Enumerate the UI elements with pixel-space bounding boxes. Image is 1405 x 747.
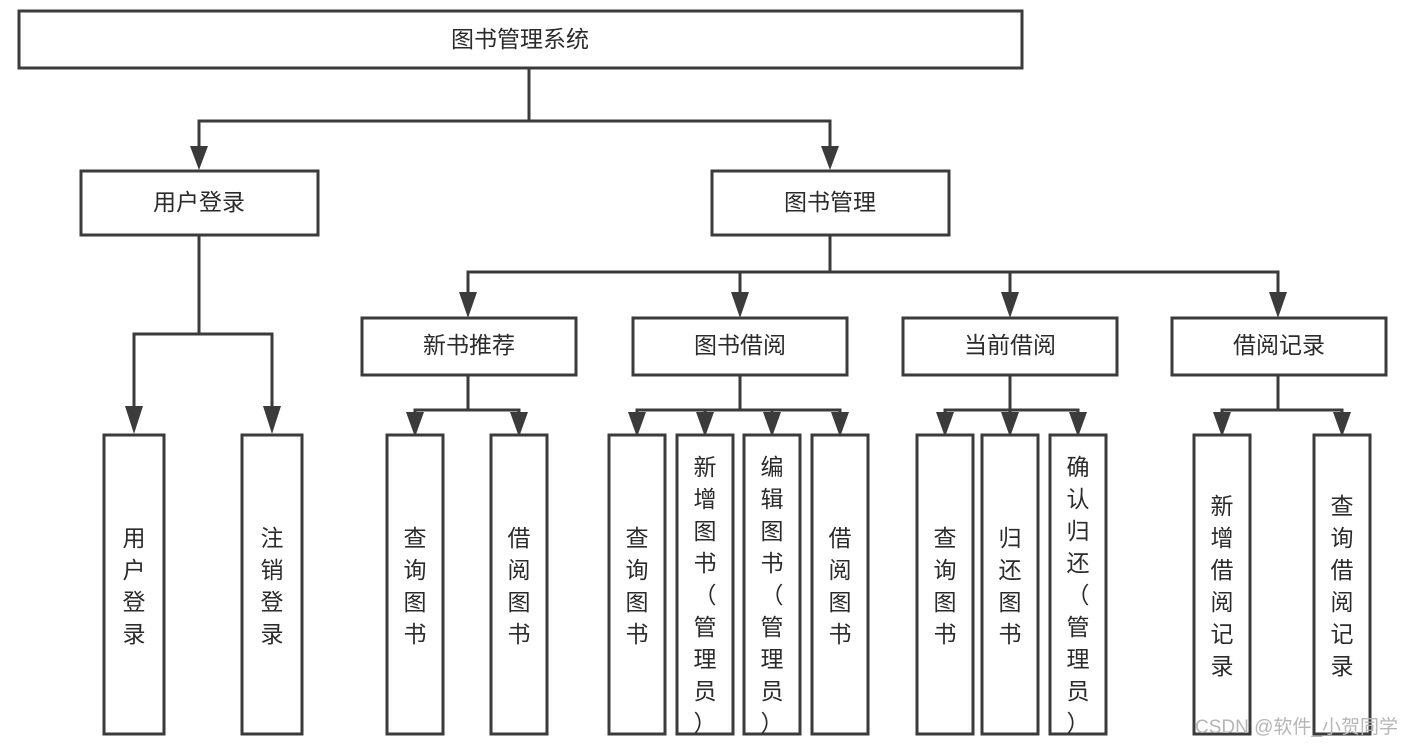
node-leaf-return-book-label: 归还图书: [999, 525, 1022, 647]
node-leaf-add-record[interactable]: 新增借阅记录: [1192, 433, 1252, 736]
node-root-box[interactable]: [17, 9, 1024, 70]
arrow-head-leaf-borrow-book-1: [510, 412, 528, 437]
node-leaf-confirm-return-box[interactable]: [1048, 433, 1108, 736]
arrow-head-leaf-query-record: [1333, 412, 1351, 437]
arrow-head-current-borrow: [1001, 292, 1019, 318]
node-leaf-borrow-book-1-label: 借阅图书: [508, 525, 531, 647]
node-current-borrow[interactable]: 当前借阅: [901, 316, 1119, 377]
node-book-borrow[interactable]: 图书借阅: [631, 316, 849, 377]
node-leaf-query-book-1-box[interactable]: [385, 433, 445, 736]
node-book-borrow-label: 图书借阅: [694, 332, 786, 358]
node-book-manage-box[interactable]: [710, 169, 951, 237]
node-leaf-confirm-return[interactable]: 确认归还（管理员）: [1048, 433, 1108, 736]
node-leaf-query-book-1-label: 查询图书: [404, 525, 427, 647]
node-leaf-edit-book[interactable]: 编辑图书（管理员）: [742, 433, 802, 736]
node-leaf-borrow-book-2-label: 借阅图书: [829, 525, 852, 647]
node-leaf-add-book-label: 新增图书（管理员）: [694, 454, 717, 736]
node-leaf-add-record-box[interactable]: [1192, 433, 1252, 736]
node-leaf-user-login[interactable]: 用户登录: [102, 433, 166, 736]
arrow-head-book-manage: [821, 146, 839, 170]
node-leaf-return-book[interactable]: 归还图书: [980, 433, 1040, 736]
node-leaf-query-record-box[interactable]: [1312, 433, 1372, 736]
node-root-label: 图书管理系统: [451, 26, 589, 52]
arrow-head-user-login: [190, 146, 208, 170]
arrow-head-leaf-return-book: [1001, 412, 1019, 437]
node-leaf-query-book-1[interactable]: 查询图书: [385, 433, 445, 736]
node-borrow-record-label: 借阅记录: [1233, 332, 1325, 358]
node-leaf-user-login-label: 用户登录: [123, 525, 146, 647]
node-leaf-add-record-label: 新增借阅记录: [1211, 493, 1234, 679]
arrow-head-leaf-logout: [263, 406, 281, 434]
node-user-login[interactable]: 用户登录: [79, 169, 320, 237]
node-leaf-borrow-book-2[interactable]: 借阅图书: [810, 433, 870, 736]
arrow-head-leaf-confirm-return: [1069, 412, 1087, 437]
node-leaf-borrow-book-2-box[interactable]: [810, 433, 870, 736]
node-leaf-logout-box[interactable]: [240, 433, 304, 736]
node-leaf-borrow-book-1-box[interactable]: [489, 433, 549, 736]
node-leaf-logout-label: 注销登录: [261, 525, 284, 647]
node-leaf-query-book-3-box[interactable]: [915, 433, 975, 736]
arrow-head-leaf-query-book-2: [628, 412, 646, 437]
node-user-login-label: 用户登录: [153, 189, 245, 215]
arrow-head-leaf-query-book-1: [406, 412, 424, 437]
node-leaf-edit-book-box[interactable]: [742, 433, 802, 736]
node-book-borrow-box[interactable]: [631, 316, 849, 377]
node-current-borrow-label: 当前借阅: [964, 332, 1056, 358]
node-leaf-query-book-3-label: 查询图书: [934, 525, 957, 647]
arrow-head-new-book-recommend: [459, 292, 477, 318]
arrow-head-leaf-query-book-3: [936, 412, 954, 437]
node-leaf-query-book-2-label: 查询图书: [626, 525, 649, 647]
node-borrow-record[interactable]: 借阅记录: [1170, 316, 1388, 377]
node-leaf-query-record-label: 查询借阅记录: [1331, 493, 1354, 679]
arrow-head-leaf-user-login: [125, 406, 143, 434]
arrow-head-leaf-edit-book: [763, 412, 781, 437]
node-book-manage[interactable]: 图书管理: [710, 169, 951, 237]
node-leaf-confirm-return-label: 确认归还（管理员）: [1067, 454, 1090, 736]
node-leaf-add-book-box[interactable]: [675, 433, 735, 736]
node-user-login-box[interactable]: [79, 169, 320, 237]
node-leaf-user-login-box[interactable]: [102, 433, 166, 736]
arrow-head-leaf-add-book: [696, 412, 714, 437]
node-leaf-return-book-box[interactable]: [980, 433, 1040, 736]
arrow-head-leaf-borrow-book-2: [831, 412, 849, 437]
node-leaf-edit-book-label: 编辑图书（管理员）: [761, 454, 784, 736]
node-leaf-query-book-2[interactable]: 查询图书: [607, 433, 667, 736]
node-leaf-logout[interactable]: 注销登录: [240, 433, 304, 736]
node-current-borrow-box[interactable]: [901, 316, 1119, 377]
arrow-head-book-borrow: [731, 292, 749, 318]
connector-group: [125, 66, 1351, 437]
arrow-head-leaf-add-record: [1213, 412, 1231, 437]
node-new-book-recommend-label: 新书推荐: [423, 332, 515, 358]
node-root[interactable]: 图书管理系统: [17, 9, 1024, 70]
node-book-manage-label: 图书管理: [784, 189, 876, 215]
node-leaf-query-book-3[interactable]: 查询图书: [915, 433, 975, 736]
csdn-watermark: CSDN @软件_小贺同学: [1195, 716, 1398, 738]
node-new-book-recommend-box[interactable]: [360, 316, 578, 377]
node-new-book-recommend[interactable]: 新书推荐: [360, 316, 578, 377]
node-leaf-borrow-book-1[interactable]: 借阅图书: [489, 433, 549, 736]
arrow-head-borrow-record: [1269, 292, 1287, 318]
node-leaf-add-book[interactable]: 新增图书（管理员）: [675, 433, 735, 736]
node-leaf-query-book-2-box[interactable]: [607, 433, 667, 736]
node-borrow-record-box[interactable]: [1170, 316, 1388, 377]
node-leaf-query-record[interactable]: 查询借阅记录: [1312, 433, 1372, 736]
